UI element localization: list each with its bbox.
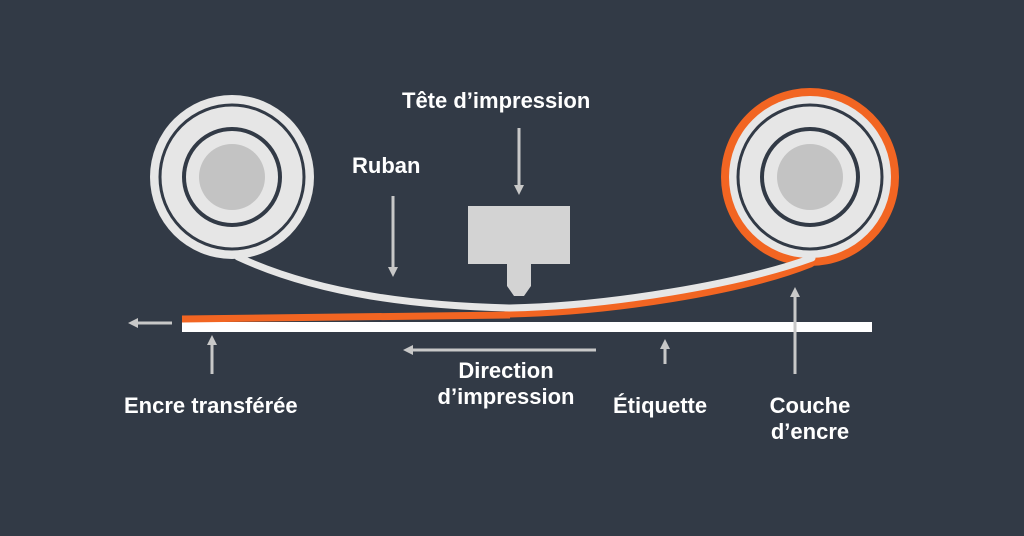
supply-roll xyxy=(150,95,314,259)
direction-label-line1: Direction xyxy=(458,358,554,383)
print-head-body xyxy=(468,206,570,264)
transferred-ink-label: Encre transférée xyxy=(124,393,298,418)
ribbon xyxy=(234,253,816,312)
label-strip xyxy=(182,322,872,332)
takeup-roll-core xyxy=(777,144,843,210)
print-head-label: Tête d’impression xyxy=(402,88,591,113)
direction-label-line2: d’impression xyxy=(437,384,575,409)
takeup-roll xyxy=(721,88,899,266)
ribbon-ink-side xyxy=(504,256,816,318)
ink-layer-label: Couche d’encre xyxy=(748,393,872,445)
ink-layer-label-line2: d’encre xyxy=(770,419,850,444)
transferred-ink-layer xyxy=(181,311,511,323)
print-head-tip xyxy=(507,264,531,296)
supply-roll-ring xyxy=(158,103,306,251)
direction-label: Direction d’impression xyxy=(398,358,614,410)
label-label: Étiquette xyxy=(613,393,708,418)
supply-roll-core xyxy=(199,144,265,210)
ribbon-label: Ruban xyxy=(352,153,421,178)
ink-layer-label-line1: Couche xyxy=(769,393,851,418)
takeup-roll-ring xyxy=(736,103,884,251)
print-head xyxy=(468,206,570,296)
